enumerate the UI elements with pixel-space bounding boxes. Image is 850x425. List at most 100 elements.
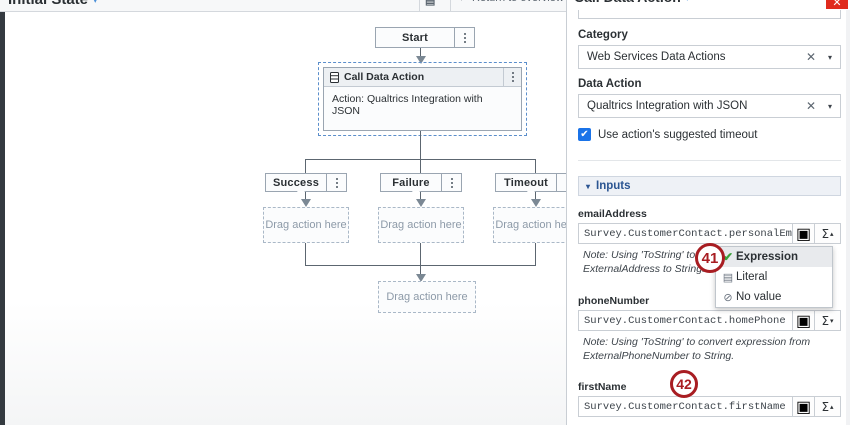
flow-node-timeout-label: Timeout <box>504 176 548 189</box>
flow-node-call-data-action[interactable]: Call Data Action Action: Qualtrics Integ… <box>323 67 522 131</box>
input-label: phoneNumber <box>578 295 650 307</box>
flow-node-failure-label: Failure <box>392 176 430 189</box>
input-value[interactable]: Survey.CustomerContact.homePhone <box>578 310 793 331</box>
flow-node-start[interactable]: Start <box>375 27 475 48</box>
chevron-down-icon[interactable]: ▾ <box>586 181 591 191</box>
input-field-firstname: firstName Survey.CustomerContact.firstNa… <box>578 381 841 417</box>
connector-line <box>420 131 421 159</box>
close-icon[interactable]: ✕ <box>826 0 848 9</box>
flow-node-success[interactable]: Success <box>265 173 347 192</box>
drop-zone-after-branch[interactable]: Drag action here <box>378 281 476 313</box>
flow-node-success-menu-icon[interactable] <box>326 174 346 191</box>
chevron-down-icon: ▾ <box>830 316 834 325</box>
window-icon[interactable]: ▣ <box>793 396 815 417</box>
connector-arrow <box>412 191 426 207</box>
divider <box>450 0 451 11</box>
checkbox-check-icon: ✔ <box>578 128 591 141</box>
connector-arrow <box>297 191 311 207</box>
divider <box>578 160 841 161</box>
connector-line <box>305 192 306 203</box>
input-row: Survey.CustomerContact.homePhone ▣ Σ ▾ <box>578 310 841 331</box>
clear-icon[interactable]: ✕ <box>805 50 817 64</box>
no-value-icon: ⊘ <box>723 291 733 304</box>
flow-node-start-label: Start <box>401 31 429 44</box>
menu-item-label: Expression <box>736 251 798 263</box>
flow-node-timeout-menu-icon[interactable] <box>556 174 566 191</box>
menu-item-label: No value <box>736 291 782 303</box>
chevron-down-icon[interactable]: ▾ <box>827 101 832 111</box>
data-action-field: Data Action Qualtrics Integration with J… <box>578 78 841 118</box>
properties-panel-title: Call Data Action <box>574 0 681 5</box>
connector-line <box>535 243 536 265</box>
data-action-value: Qualtrics Integration with JSON <box>587 100 748 112</box>
flow-canvas[interactable]: Start Call Data Action <box>5 13 566 425</box>
selection-outline <box>318 62 527 136</box>
menu-item-expression[interactable]: ✔ Expression <box>716 247 832 267</box>
drop-zone-label: Drag action here <box>380 219 462 231</box>
expression-type-button[interactable]: Σ ▴ <box>815 223 841 244</box>
clear-icon[interactable]: ✕ <box>805 99 817 113</box>
connector-line <box>535 192 536 203</box>
flow-node-call-data-action-body: Action: Qualtrics Integration with JSON <box>332 93 483 117</box>
input-note: Note: Using 'ToString' to convert expres… <box>583 336 811 362</box>
data-action-label: Data Action <box>578 78 642 90</box>
flow-node-failure-menu-icon[interactable] <box>441 174 461 191</box>
connector-line <box>420 265 421 279</box>
left-nav-rail <box>0 12 5 425</box>
annotation-badge-41: 41 <box>695 243 725 273</box>
panel-scrollbar[interactable] <box>846 10 850 425</box>
category-label: Category <box>578 29 628 41</box>
divider <box>419 0 420 11</box>
grid-icon[interactable]: ▤ <box>425 0 436 7</box>
expression-type-button[interactable]: Σ ▾ <box>815 310 841 331</box>
data-action-select[interactable]: Qualtrics Integration with JSON ✕ ▾ <box>578 94 841 118</box>
menu-item-label: Literal <box>736 271 768 283</box>
connector-arrow <box>527 191 541 207</box>
input-value[interactable]: Survey.CustomerContact.firstName <box>578 396 793 417</box>
input-label: firstName <box>578 381 627 393</box>
database-icon <box>330 71 339 83</box>
drop-zone-timeout[interactable]: Drag action here <box>493 207 566 243</box>
inputs-section-header[interactable]: ▾ Inputs <box>578 176 841 196</box>
chevron-down-icon[interactable]: ▾ <box>827 52 832 62</box>
return-to-overview-button[interactable]: ← Return to overview <box>458 0 564 4</box>
expression-type-menu[interactable]: ✔ Expression ▤ Literal ⊘ No value <box>715 246 833 308</box>
check-icon: ✔ <box>722 250 734 264</box>
drop-zone-failure[interactable]: Drag action here <box>378 207 464 243</box>
flow-node-call-data-action-menu-icon[interactable] <box>503 68 521 86</box>
category-select[interactable]: Web Services Data Actions ✕ ▾ <box>578 45 841 69</box>
inputs-section-label: Inputs <box>596 180 631 192</box>
use-suggested-timeout-checkbox[interactable]: ✔ Use action's suggested timeout <box>578 128 757 141</box>
menu-item-literal[interactable]: ▤ Literal <box>716 267 832 287</box>
drop-zone-label: Drag action here <box>265 219 347 231</box>
breadcrumb-bar: Initial State ▾ ▤ ← Return to overview <box>0 0 566 12</box>
chevron-up-icon: ▴ <box>830 402 834 411</box>
document-icon: ▤ <box>722 271 734 284</box>
input-value[interactable]: Survey.CustomerContact.personalEm <box>578 223 793 244</box>
connector-line <box>305 243 306 265</box>
chevron-down-icon[interactable]: ▾ <box>93 0 98 5</box>
flow-node-start-menu-icon[interactable] <box>454 28 474 47</box>
drop-zone-label: Drag action here <box>495 219 566 231</box>
properties-panel: Call Data Action ▾ ✕ Category Web Servic… <box>566 0 850 425</box>
flow-node-failure[interactable]: Failure <box>380 173 462 192</box>
flow-node-timeout[interactable]: Timeout <box>495 173 566 192</box>
category-value: Web Services Data Actions <box>587 51 726 63</box>
input-label: emailAddress <box>578 208 647 220</box>
category-field: Category Web Services Data Actions ✕ ▾ <box>578 29 841 69</box>
properties-panel-body: Category Web Services Data Actions ✕ ▾ D… <box>567 10 850 425</box>
menu-item-no-value[interactable]: ⊘ No value <box>716 287 832 307</box>
drop-zone-success[interactable]: Drag action here <box>263 207 349 243</box>
use-suggested-timeout-label: Use action's suggested timeout <box>598 128 758 141</box>
chevron-up-icon: ▴ <box>830 229 834 238</box>
sigma-icon: Σ <box>821 226 830 241</box>
flow-node-call-data-action-title: Call Data Action <box>344 71 425 83</box>
flow-node-success-label: Success <box>272 176 320 189</box>
window-icon[interactable]: ▣ <box>793 310 815 331</box>
window-icon[interactable]: ▣ <box>793 223 815 244</box>
connector-arrow <box>412 48 426 64</box>
connector-arrow <box>412 266 426 282</box>
chevron-down-icon[interactable]: ▾ <box>685 0 690 4</box>
expression-type-button[interactable]: Σ ▴ <box>815 396 841 417</box>
